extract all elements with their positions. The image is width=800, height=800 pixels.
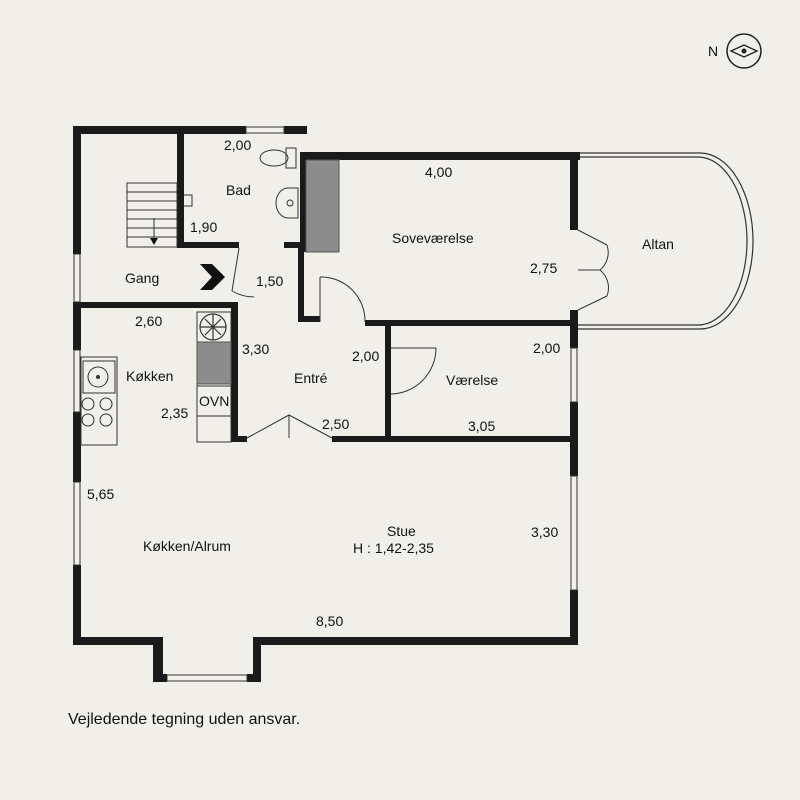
door-gang <box>231 247 255 298</box>
entre-width: 3,30 <box>242 341 269 357</box>
oven-label: OVN <box>199 393 229 409</box>
entre-depth: 2,00 <box>352 348 379 364</box>
koekken-alrum-depth: 5,65 <box>87 486 114 502</box>
koekken-alrum-name: Køkken/Alrum <box>143 538 231 554</box>
disclaimer: Vejledende tegning uden ansvar. <box>68 711 301 728</box>
gang-name: Gang <box>125 270 159 286</box>
compass: N <box>708 33 762 69</box>
windows <box>73 126 578 682</box>
door-balcony <box>577 229 609 311</box>
bad-name: Bad <box>226 182 251 198</box>
toilet-bowl-icon <box>259 149 289 167</box>
exterior-walls <box>73 126 580 682</box>
door-vaerelse <box>390 347 437 395</box>
vaerelse-depth: 2,00 <box>533 340 560 356</box>
wardrobe <box>305 159 340 253</box>
interior-walls <box>81 126 578 442</box>
stue-height: H : 1,42-2,35 <box>353 540 434 556</box>
entre-dim3: 2,50 <box>322 416 349 432</box>
stue-width: 8,50 <box>316 613 343 629</box>
altan-name: Altan <box>642 236 674 252</box>
stove-burner-icon <box>81 397 95 411</box>
shower-icon <box>184 194 193 207</box>
sovevaerelse-name: Soveværelse <box>392 230 474 246</box>
koekken-width: 2,60 <box>135 313 162 329</box>
vaerelse-width: 3,05 <box>468 418 495 434</box>
stove-burner-icon <box>99 413 113 427</box>
washbasin-icon <box>275 187 299 219</box>
door-entrance <box>246 414 333 439</box>
sink-icon <box>87 366 109 388</box>
kitchen-fixtures <box>80 311 232 446</box>
stue-depth: 3,30 <box>531 524 558 540</box>
entre-name: Entré <box>294 370 328 386</box>
compass-needle-icon <box>729 44 759 58</box>
doors <box>231 229 609 439</box>
stove-burner-icon <box>99 397 113 411</box>
compass-circle <box>726 33 762 69</box>
bad-depth: 1,90 <box>190 219 217 235</box>
sovevaerelse-depth: 2,75 <box>530 260 557 276</box>
gang-dim: 1,50 <box>256 273 283 289</box>
vaerelse-name: Værelse <box>446 372 498 388</box>
bathroom-fixtures <box>184 147 299 219</box>
stair-arrow-icon <box>150 238 158 245</box>
stue-name: Stue <box>387 523 416 539</box>
oven <box>196 385 232 417</box>
toilet-tank-icon <box>285 147 297 169</box>
entry-arrow-icon <box>200 264 225 290</box>
sovevaerelse-width: 4,00 <box>425 164 452 180</box>
compass-label: N <box>708 43 718 59</box>
stove-burner-icon <box>81 413 95 427</box>
bad-width: 2,00 <box>224 137 251 153</box>
compass-center <box>741 48 747 54</box>
staircase <box>126 182 178 248</box>
balcony-outline <box>577 152 754 330</box>
door-bedroom <box>319 276 366 323</box>
koekken-depth: 2,35 <box>161 405 188 421</box>
koekken-name: Køkken <box>126 368 173 384</box>
fridge <box>196 341 232 385</box>
